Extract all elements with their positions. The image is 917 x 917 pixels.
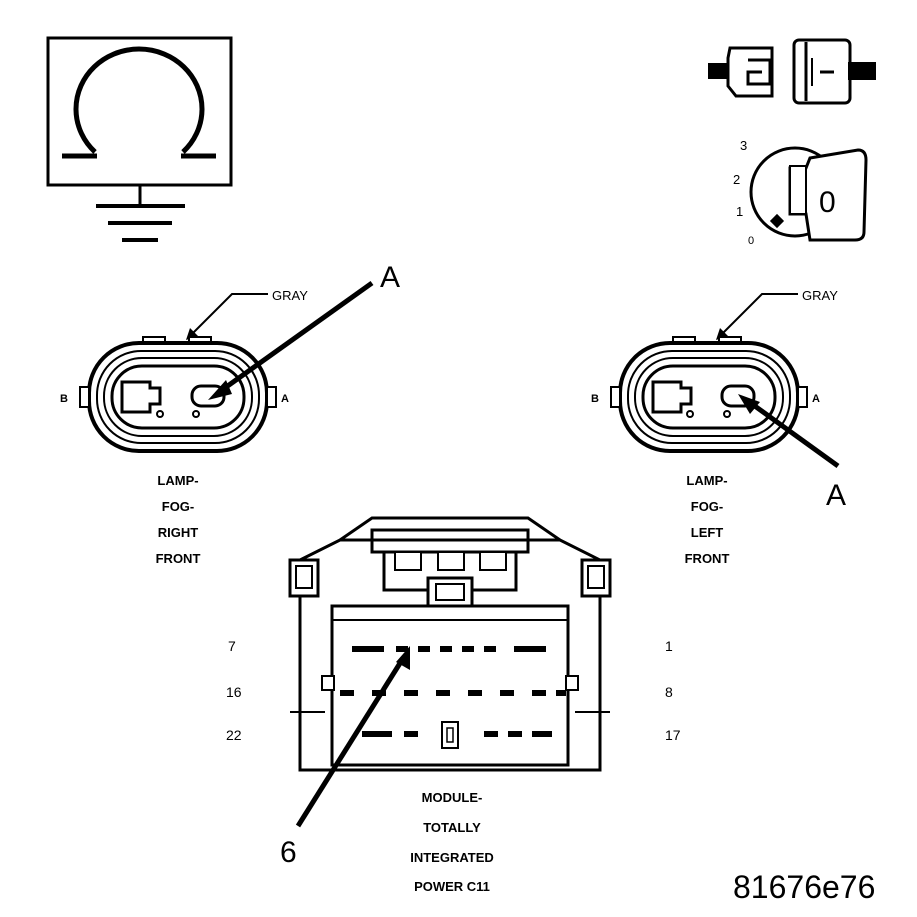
ignition-key-label: 0 <box>819 186 836 219</box>
module-name-line-1: MODULE- <box>422 790 483 805</box>
module-pin-1: 1 <box>665 638 673 654</box>
left-connector-pin-b: B <box>591 393 599 405</box>
right-connector-name-line-3: RIGHT <box>158 525 199 540</box>
module-name-line-2: TOTALLY <box>423 820 481 835</box>
module-pin-22: 22 <box>226 727 242 743</box>
right-connector-pin-b: B <box>60 393 68 405</box>
module-name-line-4: POWER C11 <box>414 879 490 894</box>
left-connector-name-line-4: FRONT <box>685 551 730 566</box>
right-connector-pin-a: A <box>281 393 289 405</box>
ignition-position-1: 1 <box>736 204 743 219</box>
module-pin-8: 8 <box>665 684 673 700</box>
left-fog-lamp-connector: GRAY B A A LAMP- FOG- LEFT FRONT <box>591 288 846 566</box>
ohmmeter-symbol <box>46 36 233 242</box>
module-callout: 6 <box>280 836 297 869</box>
right-connector-callout: A <box>380 261 400 294</box>
left-connector-color-label: GRAY <box>802 288 838 303</box>
connector-disconnect-symbol <box>708 38 876 105</box>
right-connector-name-line-2: FOG- <box>162 499 195 514</box>
right-connector-color-label: GRAY <box>272 288 308 303</box>
ignition-position-3: 3 <box>740 138 747 153</box>
left-connector-name-line-2: FOG- <box>691 499 724 514</box>
left-connector-name-line-1: LAMP- <box>686 473 727 488</box>
right-fog-lamp-connector: GRAY B A A LAMP- FOG- RIGHT FRONT <box>60 261 400 566</box>
module-pin-7: 7 <box>228 638 236 654</box>
module-pin-16: 16 <box>226 684 242 700</box>
left-connector-name-line-3: LEFT <box>691 525 724 540</box>
ignition-position-2: 2 <box>733 172 740 187</box>
right-connector-name-line-1: LAMP- <box>157 473 198 488</box>
left-connector-callout: A <box>826 479 846 512</box>
module-name-line-3: INTEGRATED <box>410 850 494 865</box>
ignition-position-0: 0 <box>748 235 754 247</box>
module-pin-17: 17 <box>665 727 681 743</box>
right-connector-name-line-4: FRONT <box>156 551 201 566</box>
tipm-connector-c11: 7 1 16 8 22 17 6 MODULE- TOTALLY INTEGRA… <box>226 516 681 894</box>
left-connector-pin-a: A <box>812 393 820 405</box>
ignition-switch-symbol: 0 3 2 1 0 <box>733 138 868 247</box>
figure-id: 81676e76 <box>733 869 875 905</box>
